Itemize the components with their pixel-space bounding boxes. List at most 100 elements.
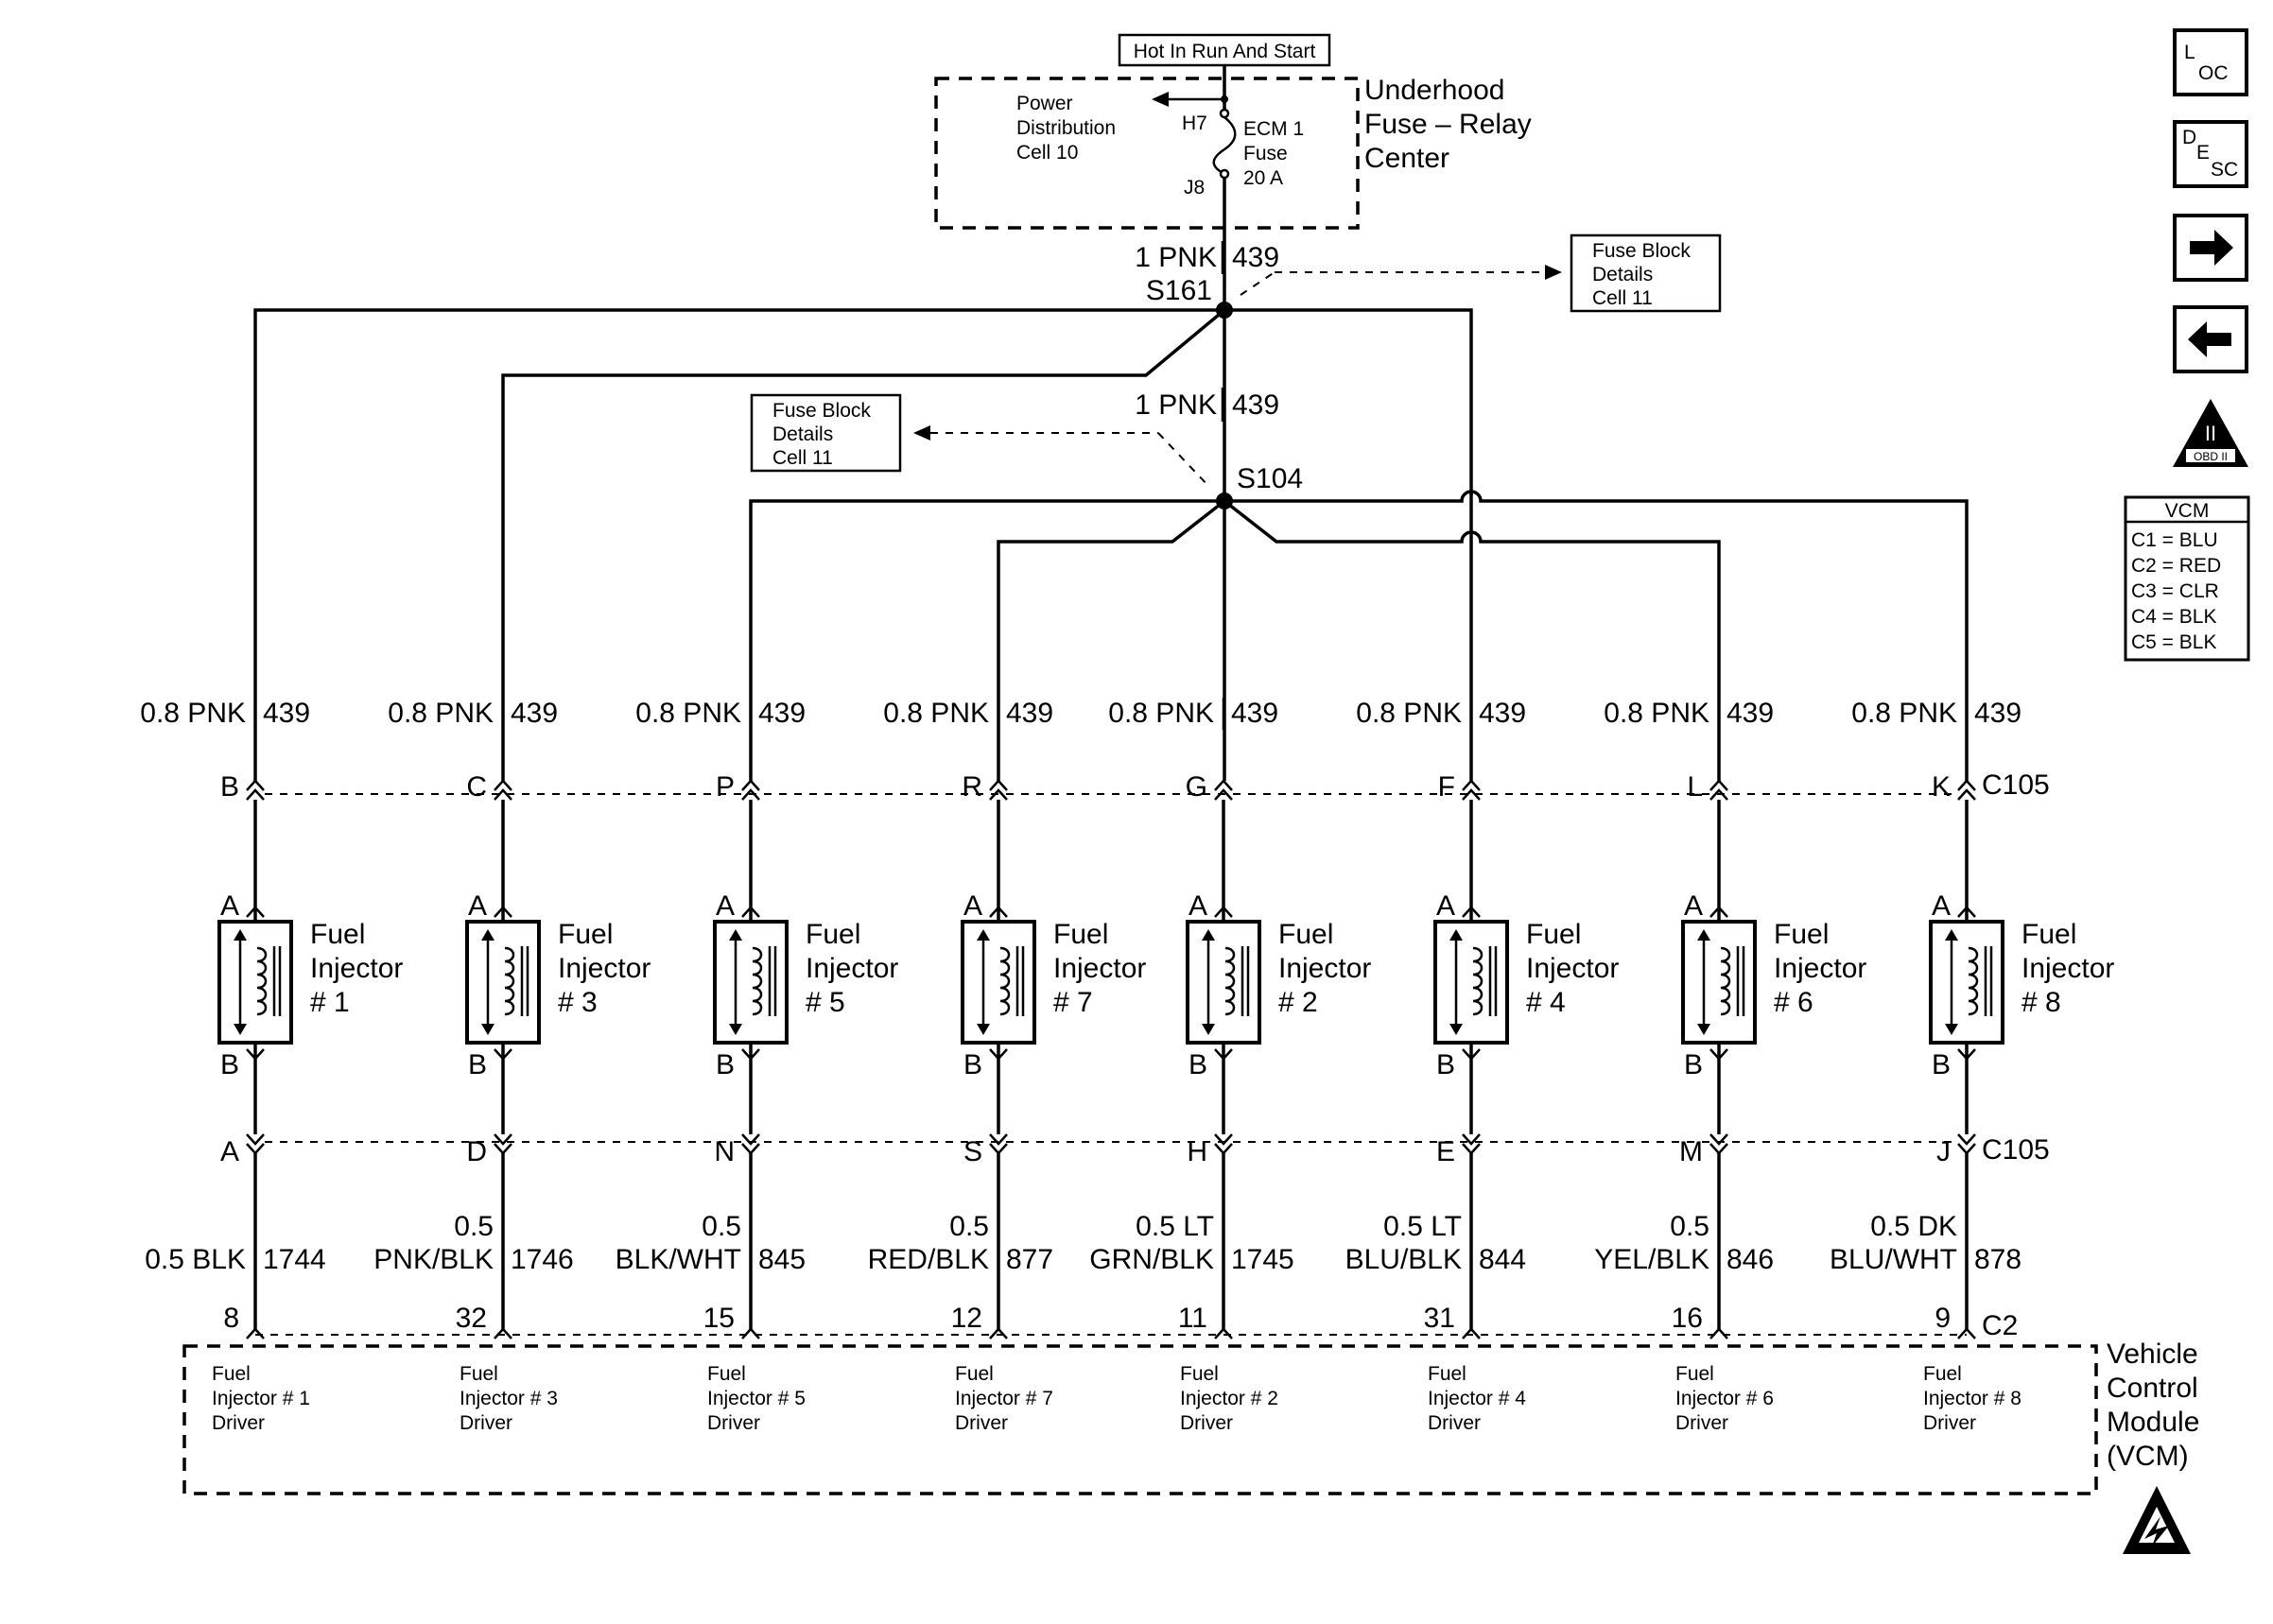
- driver-label-fuel: Fuel: [1675, 1363, 1714, 1385]
- lower-wire-circuit: 845: [758, 1244, 806, 1275]
- obd-ii-icon[interactable]: II OBD II: [2173, 399, 2248, 467]
- driver-label-driver: Driver: [707, 1412, 760, 1434]
- lower-wire-label-line-2: BLK/WHT: [616, 1244, 741, 1275]
- arrow-left-icon[interactable]: [2173, 305, 2248, 373]
- injector-number: # 3: [558, 987, 598, 1018]
- injector-label-fuel: Fuel: [806, 919, 860, 950]
- driver-label-driver: Driver: [460, 1412, 512, 1434]
- injector-label-injector: Injector: [1278, 953, 1371, 984]
- vcm-legend-row-4: C4 = BLK: [2131, 606, 2216, 628]
- driver-label-injector: Injector # 5: [707, 1388, 806, 1409]
- branch-injector-7: [997, 499, 1226, 781]
- connector-terminal: [246, 779, 265, 801]
- power-distribution-arrowhead: [1152, 92, 1169, 107]
- injector-pin-bottom: B: [1684, 1049, 1703, 1080]
- injector-label-fuel: Fuel: [1053, 919, 1108, 950]
- connector-terminal: [1214, 1133, 1233, 1155]
- injector-number: # 5: [806, 987, 845, 1018]
- upper-wire-label: 0.8 PNK: [635, 698, 741, 729]
- injector-number: # 4: [1526, 987, 1566, 1018]
- svg-text:E: E: [2196, 142, 2210, 164]
- branch-injector-3: [501, 308, 1226, 781]
- upper-wire-circuit: 439: [1726, 698, 1774, 729]
- main-wire-label-2: 1 PNK: [1135, 389, 1217, 421]
- injector-pin-bottom: B: [220, 1049, 239, 1080]
- upper-connector-pin: C: [466, 771, 487, 803]
- fuse-block-details-right-box: [1570, 233, 1722, 313]
- injector-label-fuel: Fuel: [1278, 919, 1333, 950]
- injector-pin-top: A: [1932, 890, 1951, 922]
- power-distribution-line-2: Distribution: [1016, 117, 1116, 139]
- lower-connector-pin: N: [714, 1136, 735, 1167]
- injector-pin-bottom: B: [963, 1049, 982, 1080]
- lower-wire-label-line-2: YEL/BLK: [1594, 1244, 1709, 1275]
- upper-wire-circuit: 439: [1479, 698, 1526, 729]
- connector-terminal: [989, 1133, 1008, 1155]
- injector-pin-bottom: B: [716, 1049, 735, 1080]
- fuse-block-right-line-3: Cell 11: [1592, 287, 1653, 309]
- injector-label-injector: Injector: [310, 953, 403, 984]
- connector-terminal: [989, 779, 1008, 801]
- upper-wire-label: 0.8 PNK: [1108, 698, 1214, 729]
- upper-connector-pin: K: [1932, 771, 1951, 803]
- loc-icon[interactable]: L OC: [2173, 28, 2248, 96]
- connector-terminal: [1214, 779, 1233, 801]
- driver-label-fuel: Fuel: [212, 1363, 251, 1385]
- injector-number: # 8: [2021, 987, 2061, 1018]
- lower-connector-pin: H: [1187, 1136, 1207, 1167]
- injector-number: # 1: [310, 987, 350, 1018]
- ecm-fuse-line-2: Fuse: [1243, 143, 1288, 164]
- upper-connector-pin: G: [1186, 771, 1207, 803]
- upper-wire-circuit: 439: [758, 698, 806, 729]
- ecm-fuse-line-1: ECM 1: [1243, 118, 1304, 140]
- vcm-legend-title: VCM: [2165, 500, 2210, 522]
- lower-connector-pin: A: [220, 1136, 239, 1167]
- connector-terminal: [1957, 1133, 1976, 1155]
- injector-label-injector: Injector: [558, 953, 651, 984]
- injector-coil: [752, 946, 763, 1016]
- connector-terminal: [1462, 779, 1481, 801]
- ecm-fuse-line-3: 20 A: [1243, 167, 1283, 189]
- fuse-block-left-line-1: Fuse Block: [772, 400, 871, 422]
- lower-connector-pin: J: [1936, 1136, 1951, 1167]
- vcm-pin: 15: [703, 1303, 735, 1334]
- injector-pin-bottom: B: [468, 1049, 487, 1080]
- svg-text:L: L: [2184, 42, 2195, 63]
- vcm-pin: 31: [1424, 1303, 1455, 1334]
- injector-label-injector: Injector: [1053, 953, 1146, 984]
- upper-wire-circuit: 439: [1006, 698, 1053, 729]
- injector-pin-bottom: B: [1436, 1049, 1455, 1080]
- connector-c2-label: C2: [1982, 1310, 2018, 1341]
- injector-pin-top: A: [1684, 890, 1703, 922]
- fuse-block-right-line-2: Details: [1592, 264, 1653, 285]
- arrow-right-icon[interactable]: [2173, 214, 2248, 282]
- injector-coil: [256, 946, 268, 1016]
- injector-coil: [999, 946, 1011, 1016]
- fuse-block-right-line-1: Fuse Block: [1592, 240, 1691, 262]
- connector-terminal: [741, 1133, 760, 1155]
- fuse-center-line-1: Underhood: [1364, 75, 1504, 106]
- driver-label-injector: Injector # 3: [460, 1388, 558, 1409]
- lower-wire-label-line-1: 0.5 LT: [1136, 1211, 1214, 1242]
- injector-label-injector: Injector: [1774, 953, 1866, 984]
- vcm-label-line-4: (VCM): [2107, 1441, 2189, 1472]
- desc-icon[interactable]: D E SC: [2173, 120, 2248, 188]
- vcm-legend-row-3: C3 = CLR: [2131, 580, 2219, 602]
- power-distribution-line-1: Power: [1016, 93, 1073, 114]
- injector-pin-bottom: B: [1932, 1049, 1951, 1080]
- lower-connector-pin: D: [466, 1136, 487, 1167]
- driver-label-injector: Injector # 4: [1428, 1388, 1526, 1409]
- driver-label-driver: Driver: [1675, 1412, 1728, 1434]
- driver-label-injector: Injector # 6: [1675, 1388, 1774, 1409]
- vcm-legend-row-5: C5 = BLK: [2131, 631, 2216, 653]
- injector-number: # 7: [1053, 987, 1093, 1018]
- lower-wire-label-line-2: BLU/WHT: [1830, 1244, 1957, 1275]
- upper-wire-label: 0.8 PNK: [388, 698, 494, 729]
- lower-wire-label-line-2: GRN/BLK: [1089, 1244, 1214, 1275]
- splice-s161-label: S161: [1146, 275, 1212, 306]
- injector-coil: [1968, 946, 1979, 1016]
